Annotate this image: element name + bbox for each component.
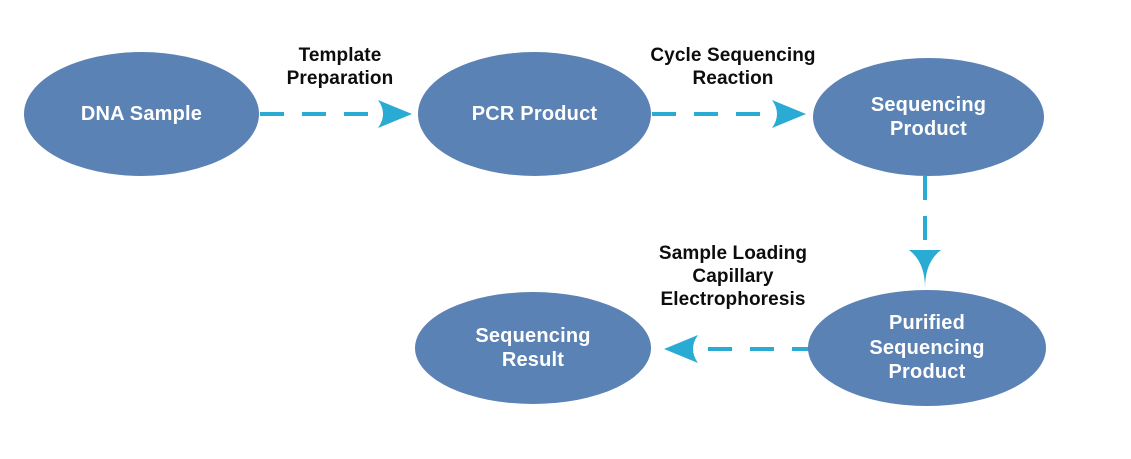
edge-label-template-preparation: Template Preparation: [286, 45, 394, 90]
node-pcr-product[interactable]: PCR Product: [418, 52, 651, 176]
node-label-purified-sequencing-product: Purified Sequencing Product: [869, 312, 985, 384]
arrow-template-preparation: [260, 100, 412, 128]
node-sequencing-result[interactable]: Sequencing Result: [415, 292, 651, 404]
node-label-sequencing-result: Sequencing Result: [475, 324, 591, 371]
arrow-sample-loading: [664, 335, 816, 363]
node-dna-sample[interactable]: DNA Sample: [24, 52, 259, 176]
node-purified-sequencing-product[interactable]: Purified Sequencing Product: [808, 290, 1046, 406]
arrow-purification: [909, 176, 941, 288]
edge-label-cycle-sequencing-reaction: Cycle Sequencing Reaction: [650, 45, 816, 90]
node-label-pcr-product: PCR Product: [471, 102, 598, 125]
node-label-sequencing-product: Sequencing Product: [870, 93, 987, 140]
arrow-cycle-sequencing-reaction: [652, 100, 806, 128]
edge-label-sample-loading: Sample Loading Capillary Electrophoresis: [658, 243, 808, 311]
node-label-dna-sample: DNA Sample: [80, 102, 203, 125]
node-sequencing-product[interactable]: Sequencing Product: [813, 58, 1044, 176]
